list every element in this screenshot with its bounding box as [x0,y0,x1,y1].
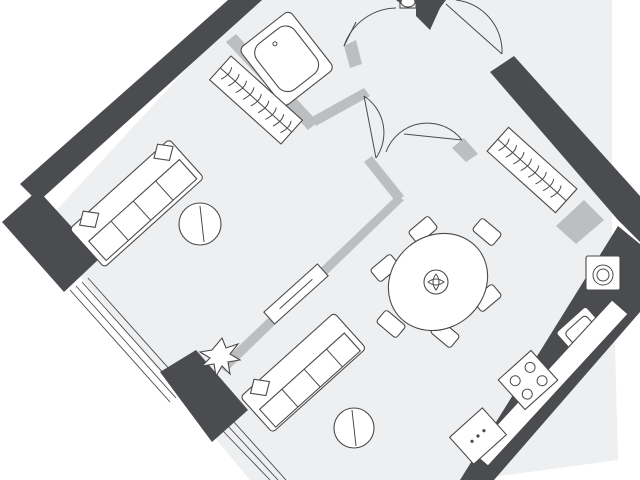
oven-icon [448,407,508,465]
washing-machine-icon [585,255,621,291]
toilet-icon [399,0,417,9]
tv-unit-icon [263,263,329,325]
doors [343,0,503,159]
wardrobe-icon [486,126,578,214]
bathtub-icon [240,11,333,106]
plant-icon [198,336,242,378]
round-table-icon [178,202,222,246]
window-bottom [221,421,287,480]
round-table-icon [333,407,375,449]
sofa-icon [70,140,203,267]
wardrobe-icon [208,55,304,145]
flower-icon [423,269,449,295]
stove-icon [497,349,559,411]
window-left [69,277,189,403]
sink-icon [556,306,604,354]
sofa-icon [241,313,366,432]
